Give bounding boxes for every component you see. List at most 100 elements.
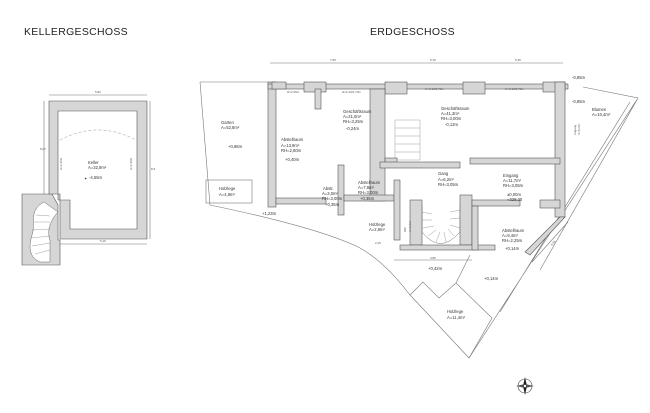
room-eingang: Eingang A=11,7m² RH=3,05m ±0,00m =328,20 bbox=[503, 173, 524, 202]
room-name: Garten bbox=[221, 120, 234, 125]
room-height: RH=2,25m bbox=[502, 238, 523, 243]
main-stair bbox=[394, 119, 461, 244]
room-level: -0,24m bbox=[346, 126, 360, 131]
site-boundary bbox=[455, 86, 639, 359]
room-blumen: Blumen A=10,4m² bbox=[592, 107, 611, 117]
room-area: A=11,4m² bbox=[447, 315, 466, 320]
window-note: H=2,10/2,70m bbox=[505, 87, 524, 91]
dim-bottom: 5,16 bbox=[100, 239, 106, 243]
room-area: A=6,2m² bbox=[438, 177, 455, 182]
room-name: WC bbox=[403, 226, 407, 232]
room-abstellraum-1: Abstellraum A=13,9m² RH=2,60m +0,40m bbox=[281, 137, 304, 162]
room-name: Gang bbox=[438, 171, 449, 176]
window-note: H=2,35m bbox=[287, 90, 300, 94]
dim-top: 5,82 bbox=[95, 90, 101, 94]
room-area: A=41,3m² bbox=[441, 111, 460, 116]
absolute-height: =328,20 bbox=[507, 197, 523, 202]
title-basement: KELLERGESCHOSS bbox=[24, 26, 128, 38]
room-name: Keller bbox=[88, 160, 99, 165]
room-name: Abstellraum bbox=[281, 137, 304, 142]
room-area: A=52,8m² bbox=[221, 125, 240, 130]
dim-left: 5,07 bbox=[40, 147, 46, 151]
room-zugang: Zugang A=8,2m² bbox=[573, 124, 581, 135]
room-area: A=8,2m² bbox=[577, 124, 581, 135]
room-abstr: Abstr. A=3,0m² RH=3,00m +0,35m bbox=[322, 186, 343, 207]
room-holzlege-mid: Holzlege A=2,9m² bbox=[369, 222, 386, 232]
room-name: Geschäftsraum bbox=[441, 106, 470, 111]
room-height: RH=3,05m bbox=[503, 183, 524, 188]
room-area: A=3,0m² bbox=[322, 191, 339, 196]
room-area: A=4,9m² bbox=[219, 192, 236, 197]
room-area: A=10,4m² bbox=[592, 112, 611, 117]
room-gang: Gang A=6,2m² RH=3,05m bbox=[438, 171, 459, 187]
dim-top-3: 5,35 bbox=[515, 58, 521, 62]
basement-plan: 5,82 5,07 8,9 5,16 H=2,35m H=2,40m Kelle… bbox=[21, 90, 156, 266]
spiral-stair bbox=[29, 201, 59, 263]
room-area: A=21,0m² bbox=[343, 114, 362, 119]
room-level: +0,35m bbox=[325, 202, 340, 207]
level-corner-top: -0,85m bbox=[572, 75, 586, 80]
room-height: RH=3,25m bbox=[343, 119, 364, 124]
room-level: -4,55m bbox=[89, 175, 103, 180]
room-level: +0,40m bbox=[285, 157, 300, 162]
room-name: Eingang bbox=[503, 173, 519, 178]
dim-top-2: 5,15 bbox=[430, 58, 436, 62]
level-corner-mid: -0,85m bbox=[572, 99, 586, 104]
window-note: H=2,10/2,70m bbox=[342, 90, 361, 94]
level-bottom: +0,42m bbox=[428, 266, 443, 271]
room-garten: Garten A=52,8m² +0,88m bbox=[221, 120, 243, 149]
basement-walls bbox=[48, 100, 148, 240]
room-name: Geschäftsraum bbox=[343, 109, 372, 114]
room-level: +0,88m bbox=[228, 144, 243, 149]
room-level: -0,12m bbox=[445, 122, 459, 127]
height-left: H=2,35m bbox=[59, 157, 63, 170]
room-name: Abstellraum bbox=[502, 228, 525, 233]
vault-line bbox=[59, 129, 137, 141]
room-level: ±0,00m bbox=[507, 192, 521, 197]
room-name: Blumen bbox=[592, 107, 607, 112]
room-height: RH=3,00m bbox=[441, 116, 462, 121]
room-area: A=13,9m² bbox=[281, 143, 300, 148]
level-bottom-right: +0,14m bbox=[484, 276, 499, 281]
room-area: A=1,3m² bbox=[408, 221, 412, 232]
dim-right: 8,9 bbox=[151, 167, 156, 171]
dim-bottom-1: 4,80 bbox=[430, 256, 436, 260]
room-height: RH=3,00m bbox=[322, 196, 343, 201]
dimension-line bbox=[531, 221, 569, 263]
height-right: H=2,40m bbox=[129, 157, 133, 170]
room-level: +0,14m bbox=[505, 246, 520, 251]
room-name: Zugang bbox=[573, 124, 577, 135]
room-name: Holzlege bbox=[219, 186, 236, 191]
room-area: A=32,9m² bbox=[88, 165, 107, 170]
dim-bottom-2: 2,25 bbox=[375, 241, 381, 245]
room-geschaeftsraum-2: Geschäftsraum A=41,3m² RH=3,00m -0,12m bbox=[441, 106, 470, 127]
room-abstellraum-3: Abstellraum A=9,4m² RH=2,25m +0,14m bbox=[502, 228, 525, 251]
room-wc: WC A=1,3m² bbox=[403, 221, 412, 232]
room-abstellraum-2: Abstellraum A=7,8m² RH=3,00m +0,35m bbox=[358, 180, 381, 201]
room-name: Abstr. bbox=[323, 186, 334, 191]
dim-diagonal: 5,56 bbox=[550, 239, 557, 246]
room-area: A=11,7m² bbox=[503, 178, 522, 183]
room-name: Holzlege bbox=[447, 309, 464, 314]
elevation-marker: ✦ bbox=[84, 176, 88, 181]
compass-icon bbox=[516, 377, 534, 395]
room-holzlege-small: Holzlege A=4,9m² bbox=[219, 186, 236, 197]
title-ground-floor: ERDGESCHOSS bbox=[370, 26, 455, 38]
level-left-ext: +1,23m bbox=[262, 211, 277, 216]
woodshed-small bbox=[205, 179, 253, 204]
room-name: Abstellraum bbox=[358, 180, 381, 185]
room-area: A=9,4m² bbox=[502, 233, 519, 238]
room-area: A=2,9m² bbox=[369, 227, 386, 232]
room-height: RH=2,60m bbox=[281, 148, 302, 153]
room-height: RH=3,00m bbox=[358, 190, 379, 195]
garden-outline bbox=[199, 81, 411, 296]
ground-floor-plan: 7,65 5,15 5,35 bbox=[199, 58, 639, 359]
woodshed-large bbox=[409, 281, 493, 359]
room-holzlege-large: Holzlege A=11,4m² bbox=[447, 309, 466, 320]
ground-floor-walls bbox=[267, 81, 569, 256]
room-level: +0,35m bbox=[360, 196, 375, 201]
room-area: A=7,8m² bbox=[358, 185, 375, 190]
dim-top-1: 7,65 bbox=[330, 58, 336, 62]
room-height: RH=3,05m bbox=[438, 182, 459, 187]
